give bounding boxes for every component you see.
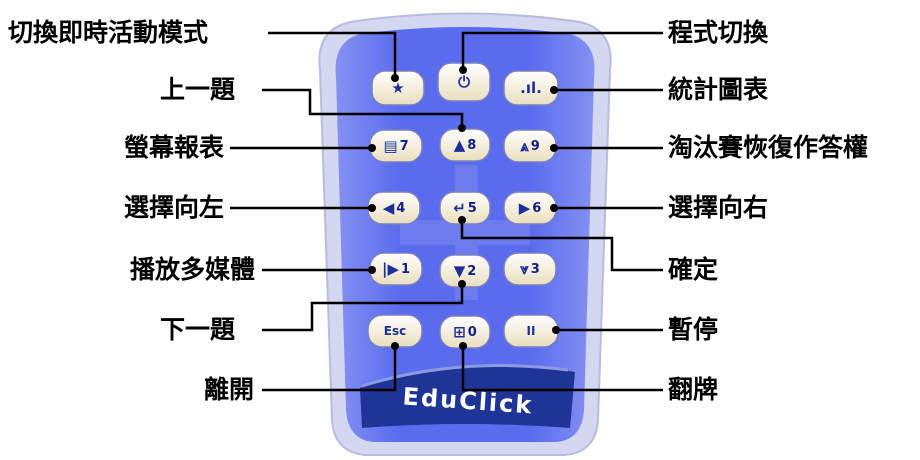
label-screen-report: 螢幕報表 (124, 133, 225, 162)
chart-button[interactable]: .ıl. (504, 71, 558, 105)
label-statistics-chart: 統計圖表 (668, 75, 769, 104)
power-button[interactable]: ⏻ (438, 63, 490, 101)
leader-lines (230, 31, 663, 392)
label-realtime-mode: 切換即時活動模式 (8, 18, 209, 47)
button-shapes (367, 62, 559, 349)
down-2-button[interactable]: ▼2 (440, 255, 490, 287)
double-up-9-button[interactable]: ⩓9 (504, 130, 556, 162)
double-down-3-button[interactable]: ⩔3 (504, 253, 556, 285)
left-4-button[interactable]: ◀4 (368, 192, 420, 224)
star-icon: ★ (391, 79, 405, 97)
star-button[interactable]: ★ (372, 71, 424, 105)
button-number: 5 (467, 200, 477, 216)
button-number: 6 (532, 200, 542, 216)
pause-button[interactable]: II (504, 315, 558, 347)
label-pause: 暫停 (668, 315, 719, 344)
card-flip-icon: ⊞ (453, 323, 466, 341)
button-number: 9 (530, 138, 540, 154)
label-previous-question: 上一題 (160, 75, 236, 104)
label-exit: 離開 (204, 375, 255, 404)
leader-dots (368, 66, 560, 350)
esc-label: Esc (383, 324, 407, 338)
button-number: 3 (530, 261, 540, 277)
play-1-button[interactable]: |▶1 (370, 253, 422, 285)
arrow-up-icon: ▲ (453, 136, 466, 154)
button-number: 7 (399, 138, 409, 154)
button-number: 8 (467, 137, 477, 153)
esc-button[interactable]: Esc (368, 315, 422, 347)
play-icon: |▶ (381, 260, 399, 278)
up-8-button[interactable]: ▲8 (440, 129, 490, 161)
arrow-right-icon: ▶ (518, 199, 531, 217)
label-elimination-restore: 淘汰賽恢復作答權 (668, 133, 869, 162)
double-up-icon: ⩓ (520, 137, 529, 155)
brand-band (360, 364, 575, 428)
printer-icon: ▤ (383, 137, 398, 155)
bar-chart-icon: .ıl. (520, 79, 542, 97)
label-select-right: 選擇向右 (668, 193, 769, 222)
label-confirm: 確定 (668, 255, 719, 284)
label-flip-card: 翻牌 (668, 375, 719, 404)
enter-icon: ↵ (453, 199, 466, 217)
arrow-left-icon: ◀ (382, 199, 395, 217)
pause-icon: II (526, 324, 536, 338)
label-select-left: 選擇向左 (124, 193, 225, 222)
button-number: 2 (467, 263, 477, 279)
button-number: 1 (400, 261, 411, 277)
power-icon: ⏻ (458, 73, 470, 91)
button-number: 4 (396, 200, 406, 216)
printer-7-button[interactable]: ▤7 (370, 130, 422, 162)
right-6-button[interactable]: ▶6 (504, 192, 556, 224)
double-down-icon: ⩔ (520, 260, 529, 278)
button-number: 0 (467, 324, 477, 340)
arrow-down-icon: ▼ (453, 262, 466, 280)
label-program-switch: 程式切換 (668, 18, 769, 47)
enter-5-button[interactable]: ↵5 (440, 192, 490, 224)
label-next-question: 下一題 (160, 315, 236, 344)
flip-0-button[interactable]: ⊞0 (440, 316, 490, 348)
label-play-media: 播放多媒體 (130, 255, 256, 284)
